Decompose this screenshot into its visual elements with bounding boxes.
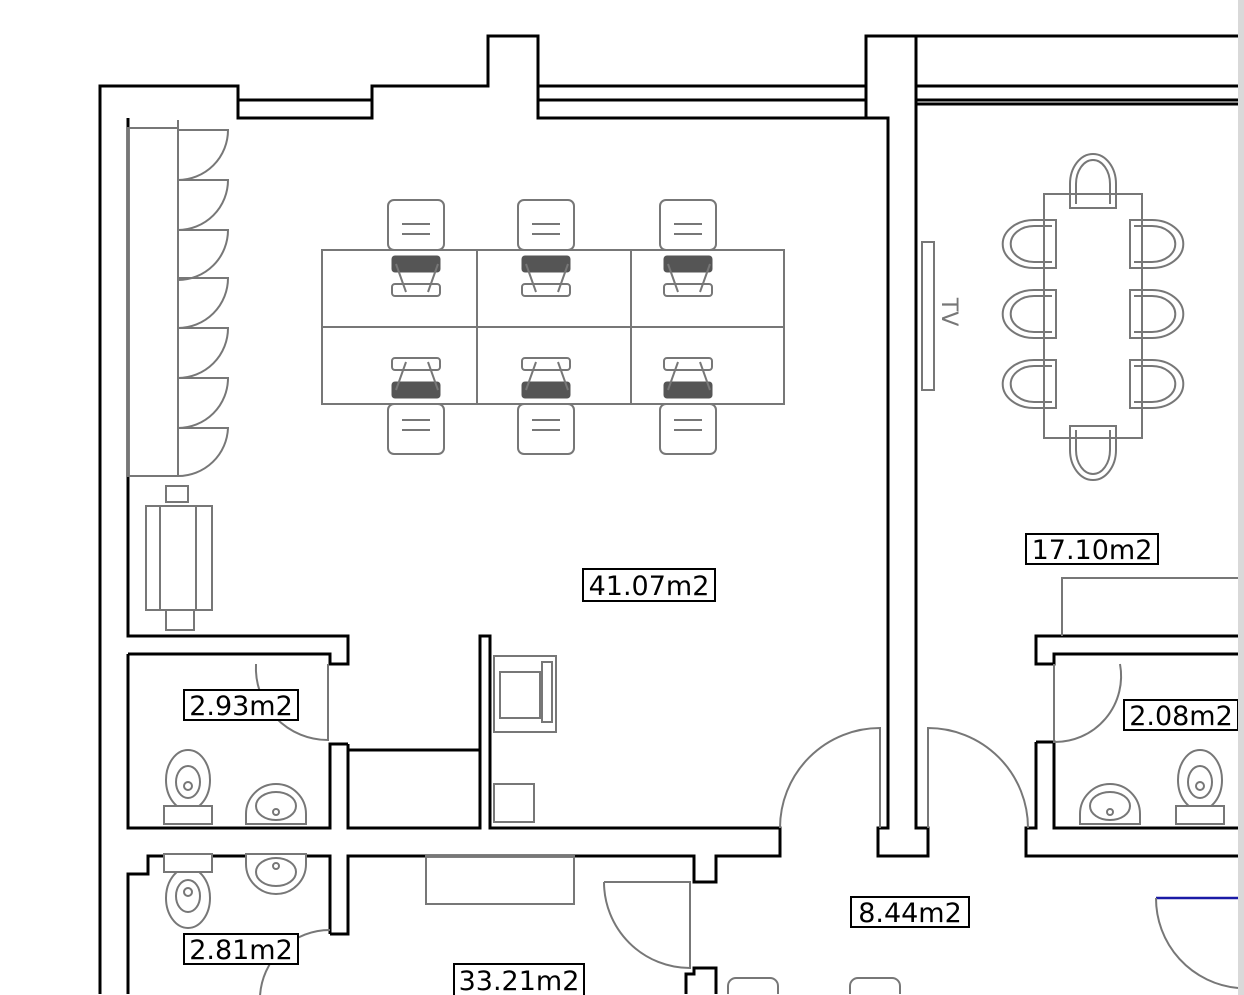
counter — [425, 855, 575, 905]
sink — [245, 783, 307, 825]
office-chair — [659, 199, 717, 297]
toilet — [1175, 749, 1225, 825]
area-label-meeting: 17.10m2 — [1032, 535, 1153, 566]
office-chair — [517, 199, 575, 297]
area-label-wc-right: 2.08m2 — [1129, 701, 1233, 732]
wc-right-wall — [1036, 740, 1238, 830]
wardrobe-body — [127, 127, 179, 477]
area-label-hall: 8.44m2 — [858, 898, 962, 929]
tv-panel — [921, 241, 935, 391]
coat-rack — [145, 485, 213, 631]
area-label-wc-top: 2.93m2 — [189, 691, 293, 722]
wc-lower-wall — [126, 854, 332, 994]
office-chairs-top — [387, 199, 717, 297]
area-label-room-bottom: 33.21m2 — [459, 966, 580, 995]
office-chair — [517, 357, 575, 455]
sink — [245, 853, 307, 895]
sink — [1079, 783, 1141, 825]
copier — [493, 655, 557, 823]
toilet — [163, 749, 213, 825]
office-chair — [659, 357, 717, 455]
desk-cluster — [321, 249, 785, 405]
walls — [98, 34, 1238, 994]
page-edge — [1238, 0, 1244, 995]
office-chair — [387, 199, 445, 297]
office-chair — [387, 357, 445, 455]
area-labels: 41.07m2 17.10m2 2.93m2 2.08m2 2.81m2 8.4… — [183, 533, 1239, 995]
office-inner-wall — [126, 118, 350, 666]
tv: TV — [921, 241, 961, 391]
chair-partial — [849, 977, 901, 994]
office-top-wall — [98, 34, 1238, 994]
area-label-office: 41.07m2 — [589, 571, 710, 602]
toilet — [163, 853, 213, 929]
wardrobe — [127, 120, 230, 478]
conference-table — [1043, 193, 1143, 439]
area-label-wc-bottom: 2.81m2 — [189, 935, 293, 966]
partition-wall — [866, 36, 930, 858]
wc-right-outer — [1024, 742, 1238, 858]
wc-left-wall — [126, 654, 348, 830]
meeting-cabinet — [1061, 577, 1238, 636]
tv-label: TV — [936, 297, 961, 327]
chair-partial — [727, 977, 779, 994]
meeting-bottom-wall — [1034, 634, 1238, 666]
meeting-table — [1001, 153, 1185, 481]
office-chairs-bottom — [387, 357, 717, 455]
bottom-jamb — [684, 966, 718, 994]
